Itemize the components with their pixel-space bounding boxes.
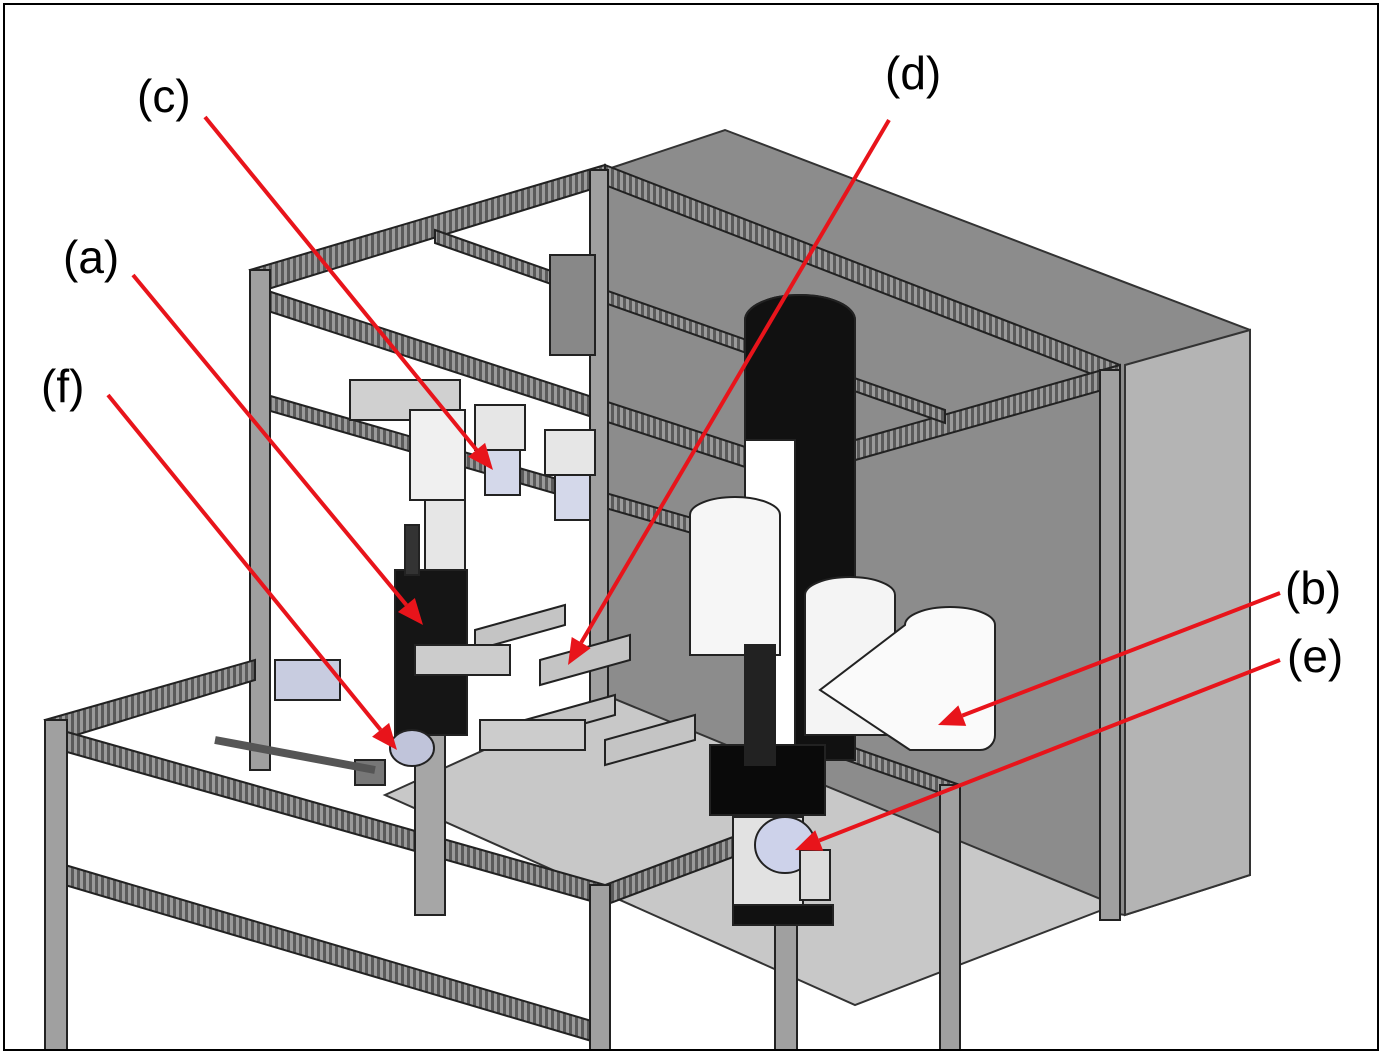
callout-arrowhead-e	[795, 830, 824, 851]
callout-line-a	[131, 273, 408, 607]
enclosure-side-panel	[1124, 328, 1251, 917]
angled-cylinder-mechanism	[214, 659, 435, 786]
cad-rendering	[43, 115, 1281, 1049]
sample-rails	[414, 603, 696, 767]
callout-label-a: (a)	[63, 231, 120, 283]
scara-robot	[689, 294, 996, 816]
linear-actuator	[394, 499, 468, 736]
callout-arrowhead-b	[938, 705, 967, 726]
callout-arrowhead-d	[568, 637, 591, 665]
figure-frame: (c) (a) (f) (d) (b) (e)	[3, 3, 1379, 1051]
callout-line-b	[961, 591, 1281, 718]
callout-line-e	[818, 658, 1281, 843]
callout-arrowhead-a	[397, 597, 423, 625]
callout-layer	[106, 115, 1281, 851]
camera-unit	[732, 816, 834, 926]
callout-line-f	[106, 393, 383, 732]
callout-arrowhead-c	[468, 442, 493, 470]
callout-label-e: (e)	[1287, 630, 1344, 682]
callout-line-d	[579, 118, 891, 644]
callout-label-d: (d)	[885, 47, 942, 99]
callout-label-f: (f)	[41, 360, 85, 412]
lower-frame	[43, 644, 961, 1049]
callout-label-b: (b)	[1285, 562, 1342, 614]
callout-label-c: (c)	[137, 70, 191, 122]
callout-line-c	[203, 115, 479, 452]
callout-arrowhead-f	[372, 722, 397, 750]
